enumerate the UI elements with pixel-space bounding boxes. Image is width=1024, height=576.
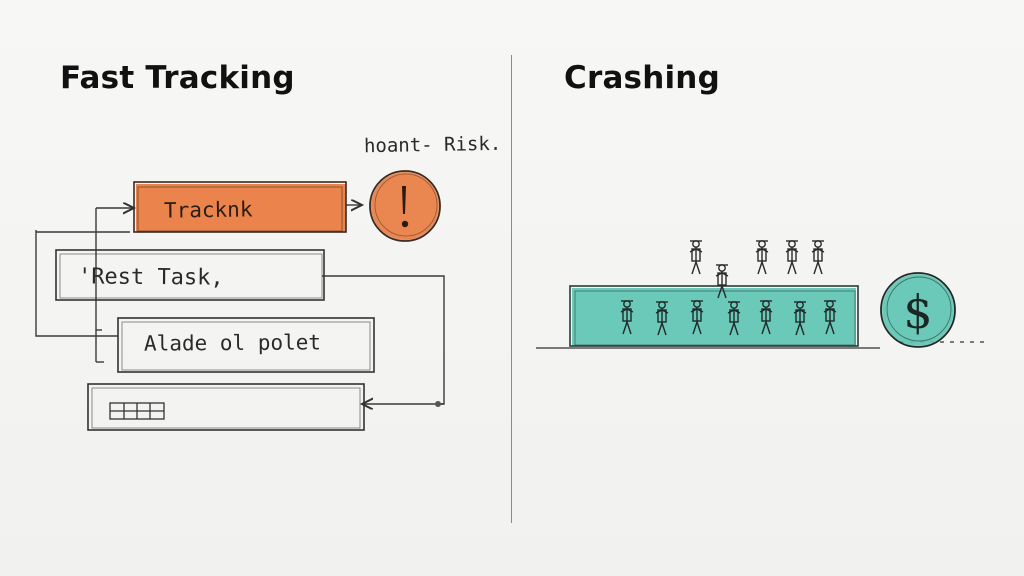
- panel-divider: [511, 55, 512, 523]
- task-label-tracking: Tracknk: [163, 197, 253, 223]
- svg-text:$: $: [903, 285, 932, 339]
- worker-figures-top-icon: [689, 240, 825, 299]
- task-bar-tracking: [133, 181, 347, 233]
- task-label-adjust: A⁠lade ol polet: [143, 330, 322, 356]
- task-bar-blank: [87, 383, 365, 431]
- task-bar-adjust: [117, 317, 375, 373]
- dollar-coin-icon: $: [880, 272, 956, 348]
- risk-label: hoant- Risk.: [363, 132, 502, 158]
- task-bar-rest: [55, 249, 325, 301]
- crashing-task-bar: [569, 285, 859, 347]
- crashing-title: Crashing: [564, 60, 720, 96]
- task-label-rest: 'Rest Task,: [77, 264, 224, 291]
- worker-figures-icon: [620, 300, 837, 336]
- crashing-baseline: [536, 341, 990, 349]
- connector-lines: [35, 205, 445, 407]
- exclamation-circle-icon: [369, 170, 441, 242]
- grid-icon: [109, 402, 165, 420]
- fast-tracking-title: Fast Tracking: [60, 60, 295, 96]
